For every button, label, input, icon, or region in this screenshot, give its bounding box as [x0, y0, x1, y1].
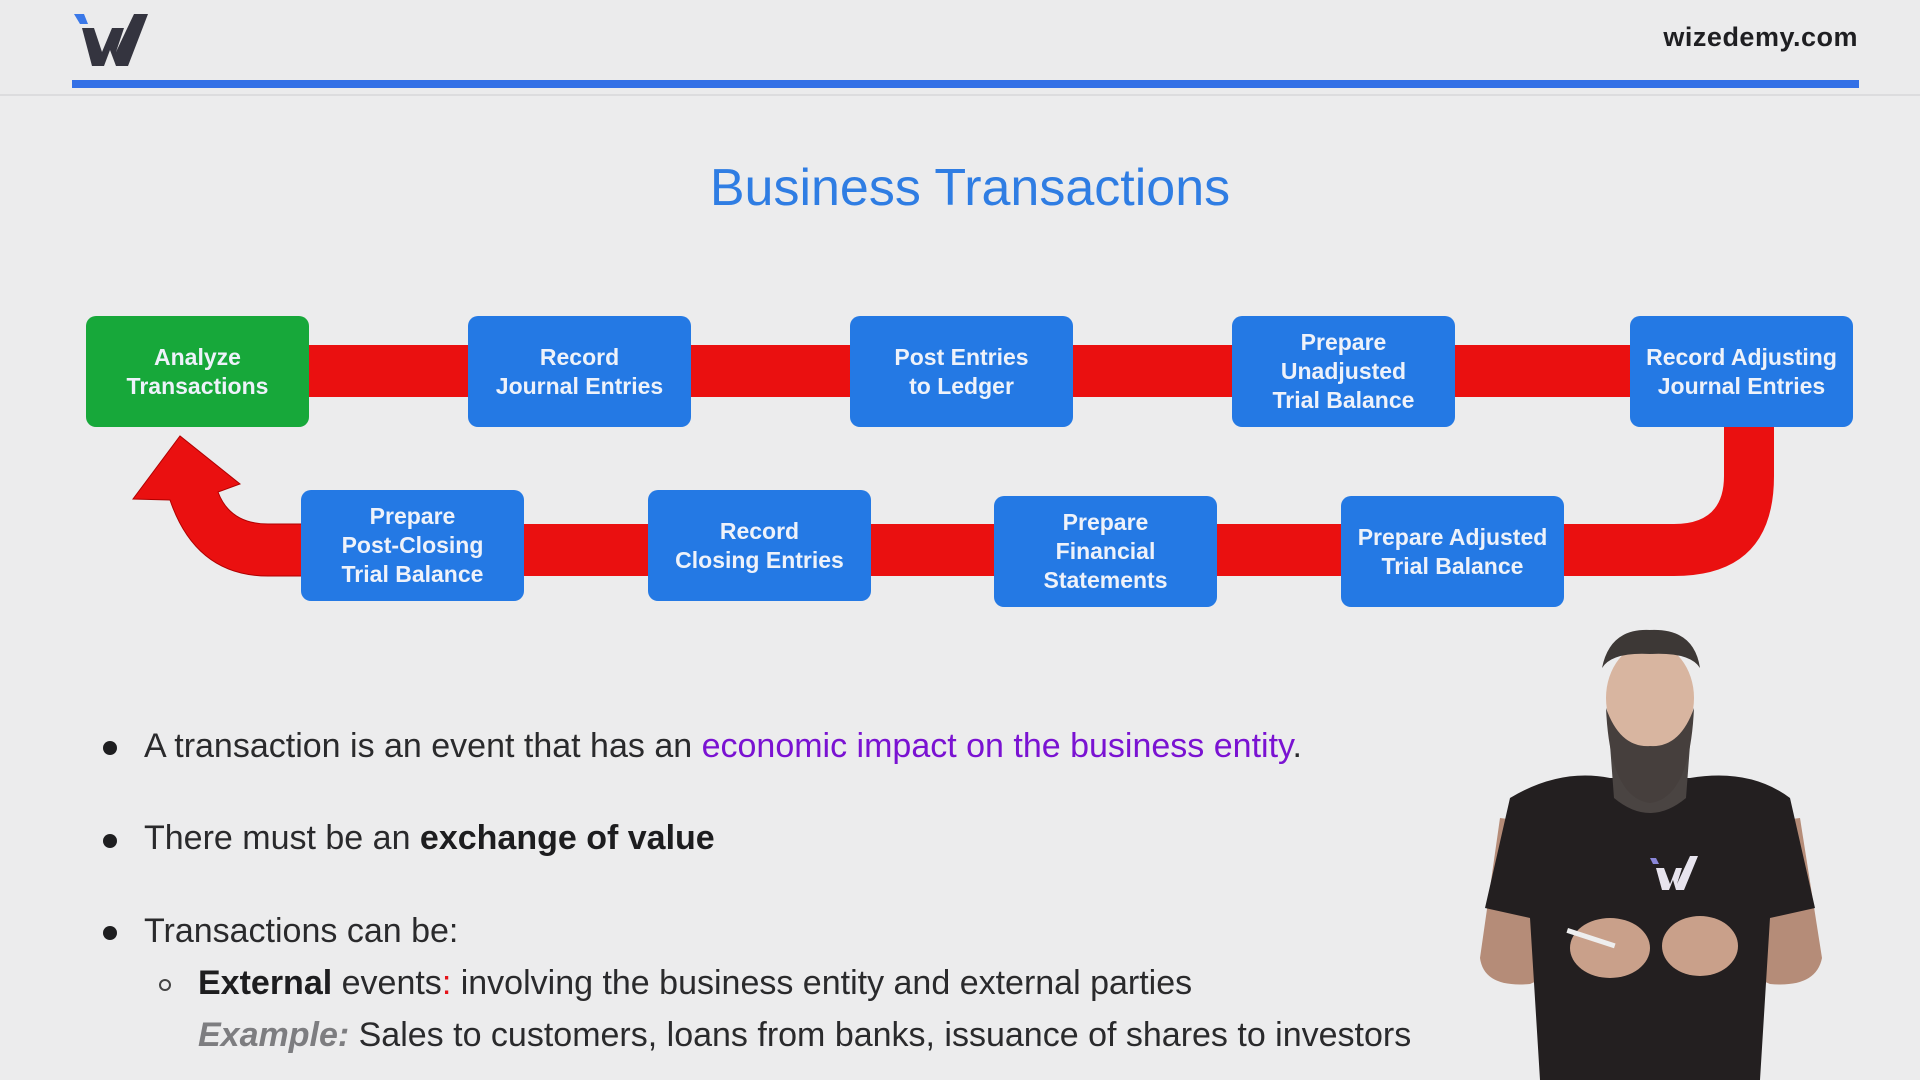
site-url: wizedemy.com [1663, 22, 1858, 52]
bullet-economic-impact: A transaction is an event that has an ec… [144, 727, 1302, 766]
step-record-journal-entries: Record Journal Entries [468, 316, 691, 427]
bullet-transactions-can-be: Transactions can be: [144, 912, 459, 950]
example-line: Example: Sales to customers, loans from … [198, 1016, 1411, 1055]
red-colon: : [441, 964, 452, 1002]
step-prepare-post-closing-trial-balance: Prepare Post-Closing Trial Balance [301, 490, 524, 601]
wizedemy-logo-icon [74, 14, 148, 66]
step-post-entries-to-ledger: Post Entries to Ledger [850, 316, 1073, 427]
step-analyze-transactions: Analyze Transactions [86, 316, 309, 427]
sub-bullet-circle-icon [159, 979, 171, 991]
example-text: Sales to customers, loans from banks, is… [349, 1016, 1412, 1054]
bullet-text: events [332, 964, 442, 1002]
step-record-adjusting-journal-entries: Record Adjusting Journal Entries [1630, 316, 1853, 427]
step-prepare-financial-statements: Prepare Financial Statements [994, 496, 1217, 607]
bullet-exchange-of-value: There must be an exchange of value [144, 819, 715, 858]
step-prepare-adjusted-trial-balance: Prepare Adjusted Trial Balance [1341, 496, 1564, 607]
presenter-video-overlay [1480, 629, 1822, 1080]
step-prepare-unadjusted-trial-balance: Prepare Unadjusted Trial Balance [1232, 316, 1455, 427]
bullet-text: There must be an [144, 819, 420, 857]
slide-header: wizedemy.com [0, 0, 1920, 96]
bullet-dot-icon [103, 926, 117, 940]
bullet-text-end: . [1292, 727, 1302, 765]
slide-title: Business Transactions [709, 159, 1231, 217]
bullet-dot-icon [103, 834, 117, 848]
highlight-text: economic impact on the business entity [701, 727, 1293, 765]
bullet-text: involving the business entity and extern… [451, 964, 1193, 1002]
bullet-text: A transaction is an event that has an [144, 727, 702, 765]
example-label: Example: [198, 1016, 350, 1054]
step-record-closing-entries: Record Closing Entries [648, 490, 871, 601]
bold-text: External [198, 964, 333, 1002]
bullet-dot-icon [103, 741, 117, 755]
sub-bullet-external-events: External events: involving the business … [198, 964, 1192, 1003]
bold-text: exchange of value [419, 819, 715, 857]
header-accent-bar [72, 80, 1859, 88]
